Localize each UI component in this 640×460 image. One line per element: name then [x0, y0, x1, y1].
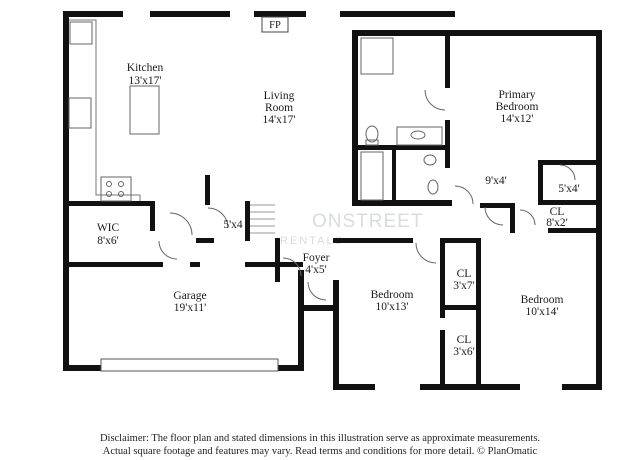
closet-5x4-dims: 5'x4' [558, 183, 579, 195]
watermark-line1: ONSTREET [312, 211, 423, 232]
primary-dims: 14'x12' [501, 113, 534, 125]
fireplace-label: FP [269, 20, 281, 31]
kitchen-name: Kitchen [127, 62, 164, 74]
wic-name: WIC [97, 222, 120, 234]
bedroom-a-name: Bedroom [371, 289, 414, 301]
exterior-walls [63, 11, 602, 390]
watermark: ONSTREET RENTALS [280, 211, 423, 247]
cl-3x7-name: CL [457, 268, 472, 280]
kitchen-dims: 13'x17' [129, 75, 162, 87]
bath-dims: 9'x4' [485, 175, 506, 187]
bedroom-a-dims: 10'x13' [376, 301, 409, 313]
cl-3x7-dims: 3'x7' [453, 280, 474, 292]
living-dims: 14'x17' [263, 114, 296, 126]
primary-name-2: Bedroom [496, 101, 539, 113]
garage-name: Garage [173, 290, 206, 302]
living-name-2: Room [265, 102, 293, 114]
watermark-line2: RENTALS [280, 235, 344, 247]
disclaimer-line2: Actual square footage and features may v… [102, 446, 538, 457]
foyer-name: Foyer [303, 252, 330, 264]
foyer-dims: 4'x5' [305, 264, 326, 276]
fixtures [68, 16, 576, 372]
cl-3x6-dims: 3'x6' [453, 346, 474, 358]
hall-dims: 5'x4 [223, 219, 243, 231]
bedroom-b-name: Bedroom [521, 294, 564, 306]
cl-8x2-dims: 8'x2' [546, 217, 567, 229]
wic-dims: 8'x6' [97, 235, 118, 247]
room-labels: Kitchen 13'x17' Living Room 14'x17' Prim… [97, 20, 580, 358]
garage-dims: 19'x11' [174, 302, 206, 314]
cl-3x6-name: CL [457, 334, 472, 346]
disclaimer-line1: Disclaimer: The floor plan and stated di… [99, 433, 541, 444]
cl-8x2-name: CL [550, 206, 565, 218]
interior-walls [63, 30, 602, 390]
disclaimer: Disclaimer: The floor plan and stated di… [40, 432, 600, 458]
living-name-1: Living [264, 90, 295, 102]
bedroom-b-dims: 10'x14' [526, 306, 559, 318]
primary-name-1: Primary [498, 89, 535, 101]
